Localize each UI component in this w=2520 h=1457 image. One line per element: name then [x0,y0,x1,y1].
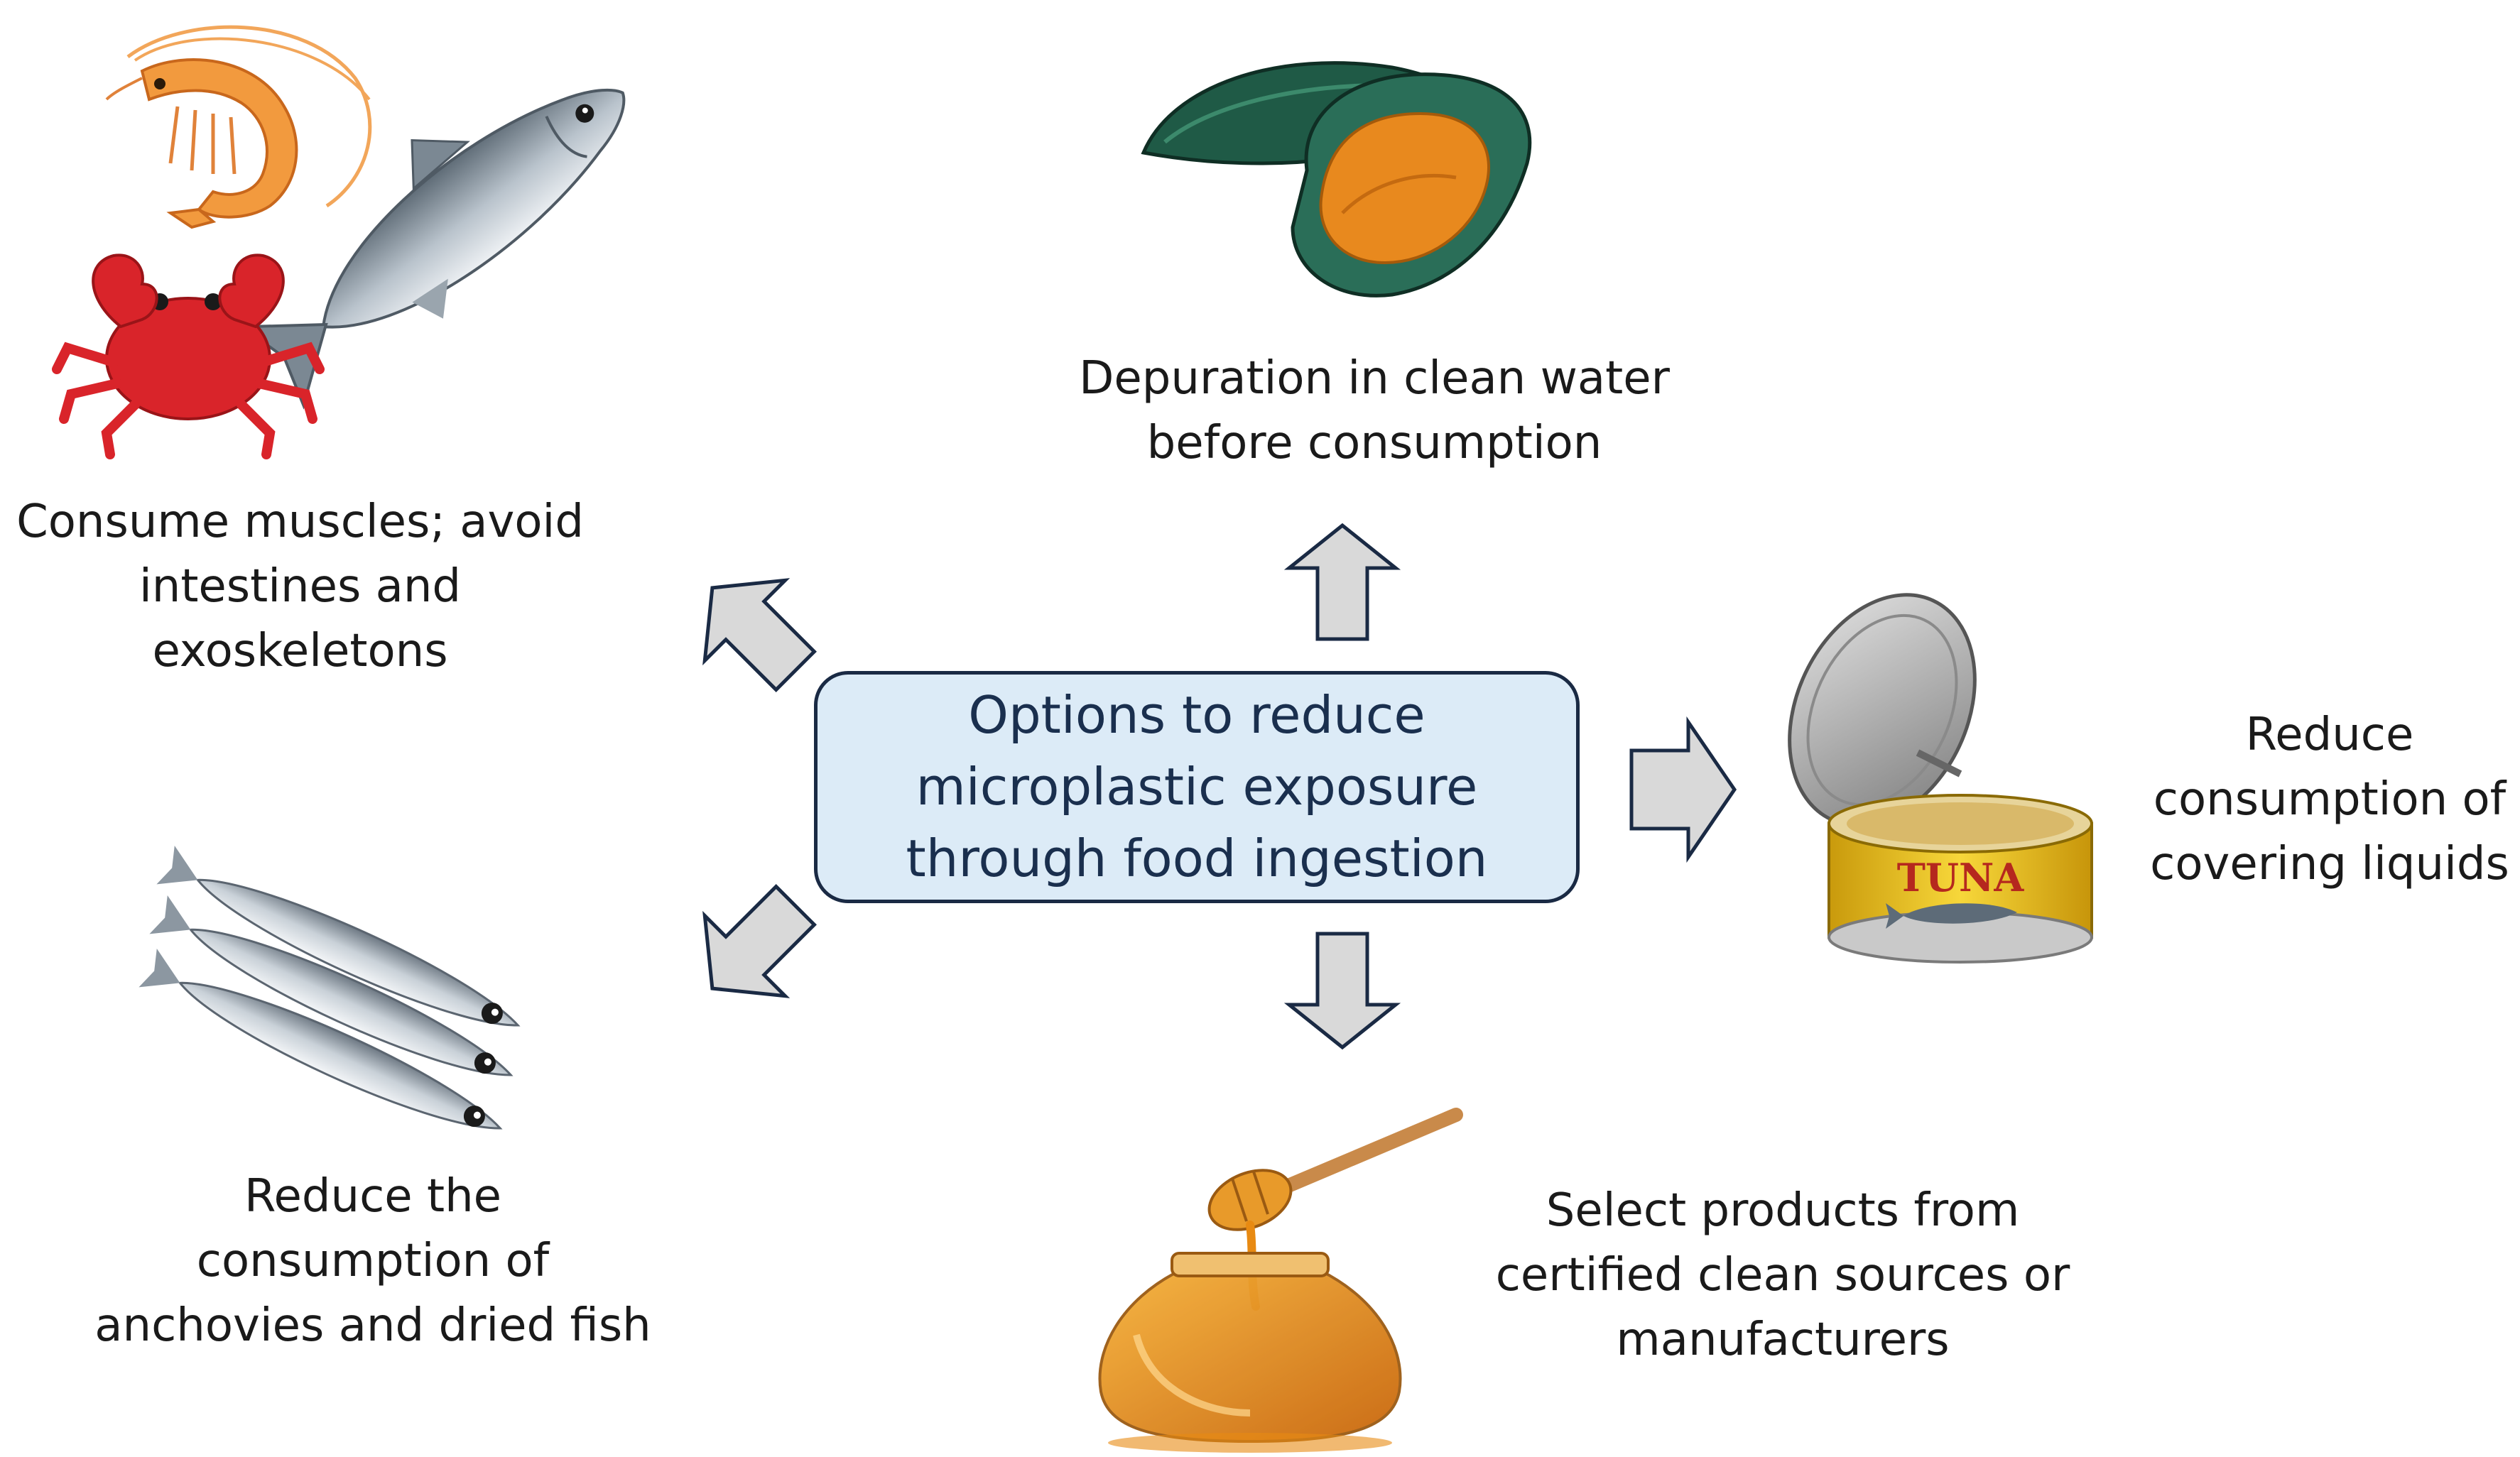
crab-icon [52,253,325,459]
arrow-up-left [702,578,817,692]
arrow-up [1283,523,1401,641]
option-depuration-label: Depuration in clean water before consump… [1079,352,1670,469]
honey-jar-icon [1098,1108,1463,1453]
tuna-can-icon: TUNA [1788,593,2093,964]
option-muscles-label: Consume muscles; avoid intestines and ex… [16,496,584,677]
arrow-down-left [702,884,817,998]
shrimp-icon [105,25,372,229]
option-liquids-label: Reduce consumption of covering liquids [2150,709,2509,890]
mussel-icon [1141,61,1532,298]
option-certified-label: Select products from certified clean sou… [1495,1184,2070,1366]
center-line-2: microplastic exposure [916,757,1478,817]
can-label: TUNA [1897,855,2025,900]
center-line-3: through food ingestion [906,829,1488,888]
arrow-down [1283,932,1401,1050]
arrow-right [1629,716,1737,863]
center-box: Options to reduce microplastic exposure … [814,671,1580,903]
center-line-1: Options to reduce [968,685,1425,745]
anchovies-icon [139,846,521,1130]
option-anchovies-label: Reduce the consumption of anchovies and … [94,1170,651,1352]
center-title: Options to reduce microplastic exposure … [906,680,1488,895]
